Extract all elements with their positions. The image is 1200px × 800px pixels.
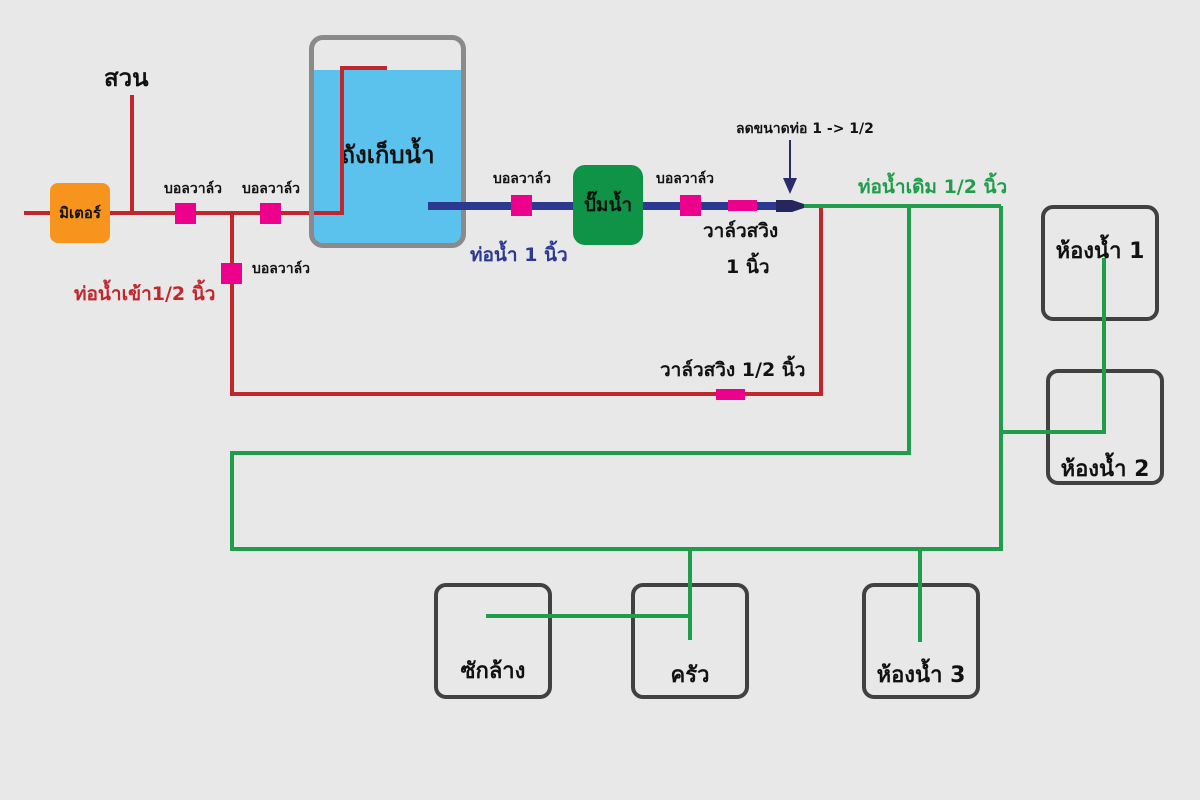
ball-valve-icon[interactable] bbox=[175, 203, 196, 224]
pump-label: ปั๊มน้ำ bbox=[583, 194, 633, 216]
tank-label: ถังเก็บน้ำ bbox=[340, 141, 435, 169]
room-bathroom-2: ห้องน้ำ 2 bbox=[1046, 369, 1164, 485]
check-valve-size-label: 1 นิ้ว bbox=[726, 256, 770, 278]
ball-valve-label: บอลวาล์ว bbox=[242, 181, 301, 197]
room-kitchen: ครัว bbox=[631, 583, 749, 699]
inlet-pipe-label: ท่อน้ำเข้า1/2 นิ้ว bbox=[74, 283, 216, 305]
reducer-fitting bbox=[776, 200, 804, 212]
valves bbox=[175, 195, 757, 400]
room-laundry: ซักล้าง bbox=[434, 583, 552, 699]
check-valve-label: วาล์วสวิง bbox=[703, 220, 779, 242]
room-label: ห้องน้ำ 1 bbox=[1055, 239, 1145, 264]
reducer-label: ลดขนาดท่อ 1 -> 1/2 bbox=[736, 121, 874, 137]
ball-valve-label: บอลวาล์ว bbox=[493, 171, 552, 187]
check-valve-icon[interactable] bbox=[728, 200, 757, 211]
existing-pipe-loop bbox=[230, 206, 1003, 551]
ball-valve-label: บอลวาล์ว bbox=[252, 261, 311, 277]
room-label: ซักล้าง bbox=[460, 659, 526, 684]
ball-valve-icon[interactable] bbox=[221, 263, 242, 284]
room-label: ครัว bbox=[670, 663, 710, 688]
main-pipe-label: ท่อน้ำ 1 นิ้ว bbox=[470, 244, 568, 266]
garden-label: สวน bbox=[104, 64, 149, 92]
room-label: ห้องน้ำ 3 bbox=[876, 663, 966, 688]
check-valve-half-label: วาล์วสวิง 1/2 นิ้ว bbox=[660, 359, 806, 381]
ball-valve-label: บอลวาล์ว bbox=[656, 171, 715, 187]
meter-label: มิเตอร์ bbox=[59, 204, 101, 222]
reducer-arrow-icon bbox=[783, 140, 797, 194]
ball-valve-icon[interactable] bbox=[680, 195, 701, 216]
water-meter: มิเตอร์ bbox=[50, 183, 110, 243]
ball-valve-icon[interactable] bbox=[260, 203, 281, 224]
room-bathroom-1: ห้องน้ำ 1 bbox=[1041, 205, 1159, 321]
water-pump: ปั๊มน้ำ bbox=[573, 165, 643, 245]
existing-pipes bbox=[230, 204, 1106, 642]
room-bathroom-3: ห้องน้ำ 3 bbox=[862, 583, 980, 699]
room-label: ห้องน้ำ 2 bbox=[1060, 457, 1150, 482]
water-tank: ถังเก็บน้ำ bbox=[309, 35, 466, 248]
existing-pipe-label: ท่อน้ำเดิม 1/2 นิ้ว bbox=[858, 176, 1008, 198]
ball-valve-icon[interactable] bbox=[511, 195, 532, 216]
bypass-pipe bbox=[230, 206, 823, 396]
ball-valve-label: บอลวาล์ว bbox=[164, 181, 223, 197]
check-valve-icon[interactable] bbox=[716, 389, 745, 400]
